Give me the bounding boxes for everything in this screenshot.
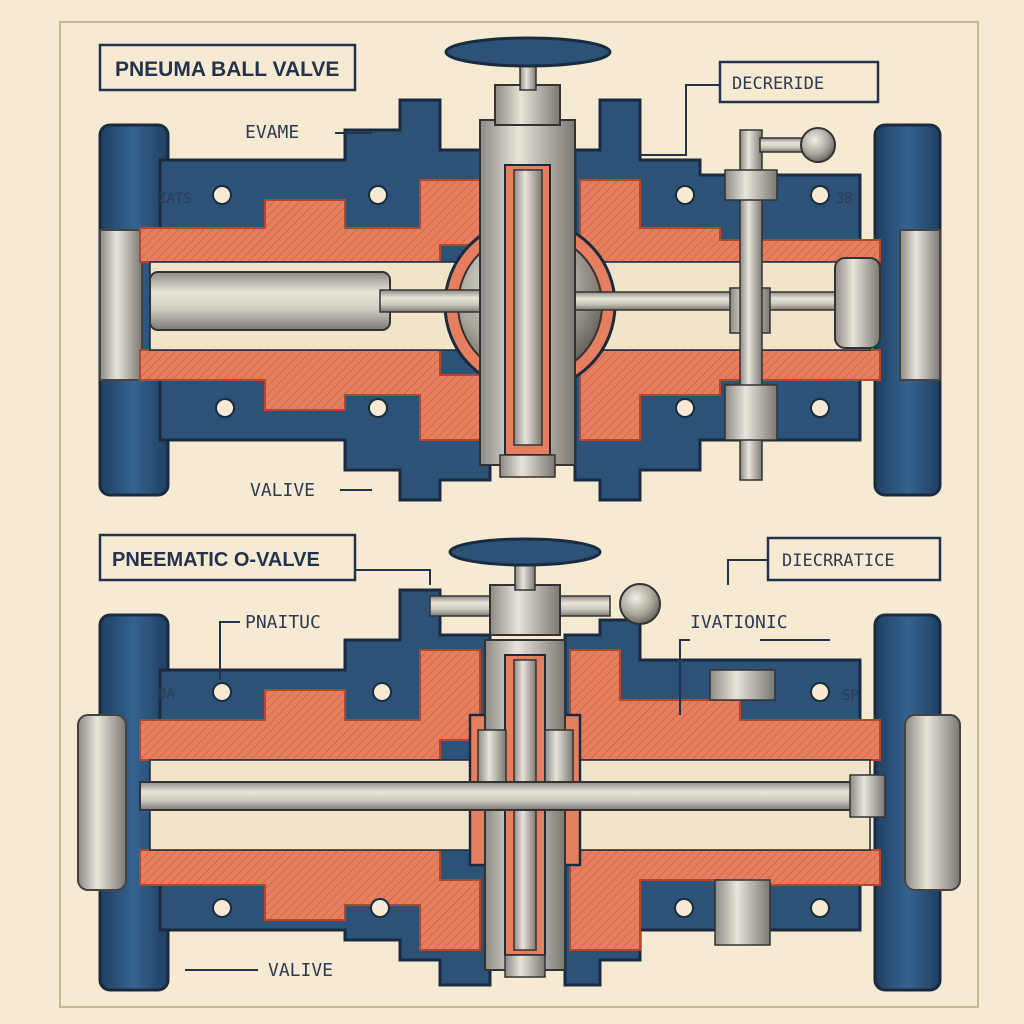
bottom-shaft — [139, 781, 881, 811]
top-actuator-knob[interactable] — [800, 127, 836, 163]
top-label-lower-left: VALIVE — [250, 480, 315, 501]
top-callout-label: DECRERIDE — [732, 74, 824, 94]
top-right-shaft — [539, 291, 841, 311]
bottom-spool-right — [544, 729, 574, 791]
top-stem — [513, 169, 543, 446]
bottom-bottom-nut — [504, 954, 546, 978]
top-lower-right-channel — [579, 349, 881, 441]
bottom-title: PNEEMATIC O-VALVE — [112, 549, 320, 571]
bottom-plug-nut — [714, 879, 771, 946]
bottom-label-upper-right-leader — [679, 639, 690, 715]
top-piston — [149, 271, 391, 331]
bottom-callout-leader — [727, 559, 768, 585]
bottom-label-upper-left-leader — [219, 621, 240, 680]
bottom-flange-mark-left: BA — [158, 686, 175, 702]
top-handwheel[interactable] — [444, 36, 612, 68]
top-bottom-nut — [499, 454, 556, 478]
bottom-right-flange-face — [904, 714, 961, 891]
top-lower-left-channel — [139, 349, 481, 441]
top-callout-leader — [640, 84, 720, 156]
bottom-handwheel[interactable] — [448, 537, 602, 567]
top-left-flange-face — [99, 229, 143, 381]
top-flange-mark-left: ZATS — [158, 191, 192, 207]
bottom-yoke — [489, 584, 561, 636]
bottom-label-upper-right: IVATIONIC — [690, 612, 788, 633]
top-title-box — [98, 43, 357, 92]
bottom-flange-mark-right: SP — [842, 688, 859, 704]
top-bolt-holes — [212, 185, 830, 418]
bottom-label-lower-left: VALIVE — [268, 960, 333, 981]
top-title: PNEUMA BALL VALVE — [115, 58, 339, 81]
top-right-cap — [834, 257, 881, 349]
bottom-callout-label: DIECRRATICE — [782, 551, 895, 571]
bottom-lower-left-channel — [139, 849, 481, 951]
bottom-valve-diagram: BA SP PNEEMATIC O-VALVE DIECRRATICE PNAI… — [77, 533, 961, 992]
bottom-title-box — [98, 533, 357, 582]
bottom-plug-cap — [709, 669, 776, 701]
top-callout-box — [718, 60, 880, 104]
top-valve-diagram: ZATS 3B PNEUMA BALL VALVE DECRERIDE EVAM… — [98, 36, 942, 502]
top-label-upper-left: EVAME — [245, 122, 299, 143]
bottom-bolt-holes — [212, 682, 830, 918]
top-stem-nut — [494, 84, 561, 126]
bottom-actuator-knob[interactable] — [619, 583, 661, 625]
top-actuator-nut-upper — [724, 169, 778, 201]
top-actuator-nut-lower — [724, 384, 778, 441]
top-flange-mark-right: 3B — [836, 191, 853, 207]
bottom-shaft-end — [849, 774, 886, 818]
bottom-left-flange-face — [77, 714, 127, 891]
bottom-label-upper-left: PNAITUC — [245, 612, 321, 633]
top-right-flange-face — [899, 229, 941, 381]
bottom-title-leader — [355, 569, 431, 585]
page-frame — [59, 21, 979, 1008]
